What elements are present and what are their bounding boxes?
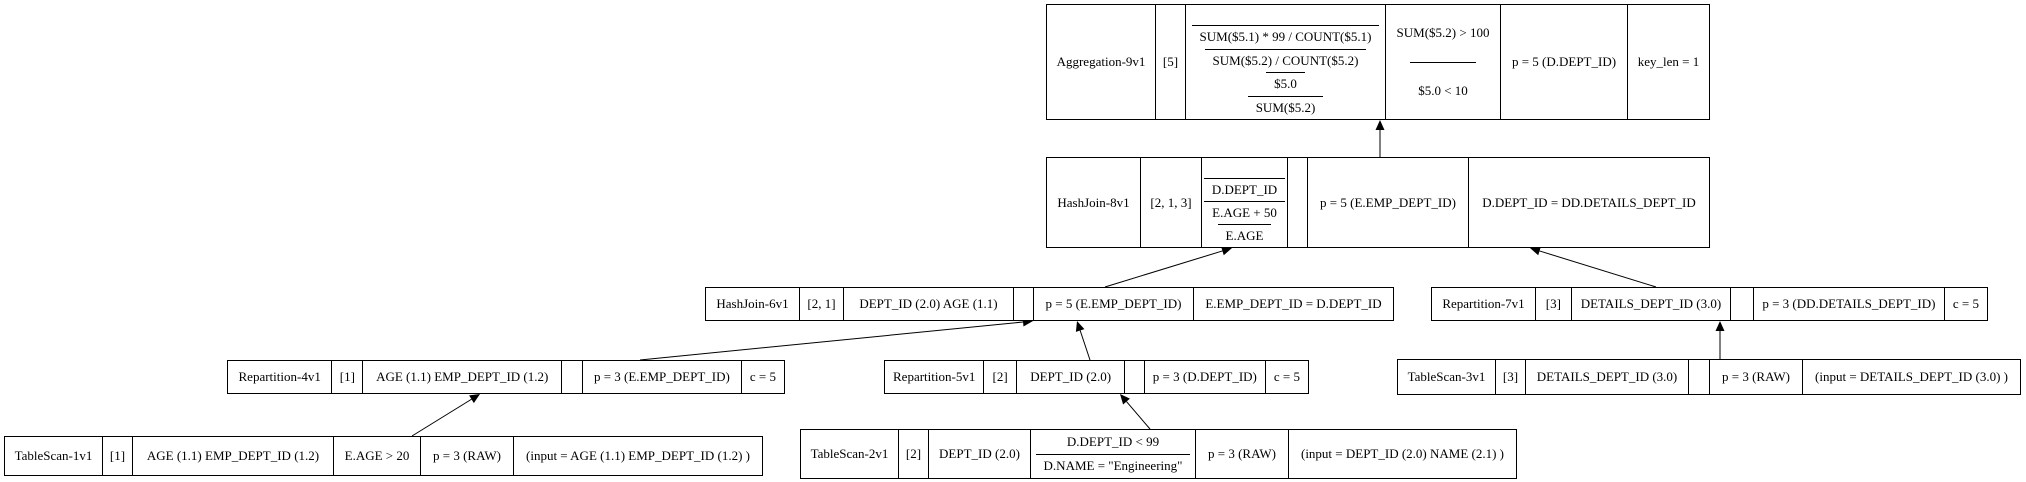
arrowhead-icon: [1530, 246, 1541, 256]
edge-rp4-to-hj6: [639, 321, 1024, 361]
node-name: HashJoin-8v1: [1057, 194, 1130, 210]
node-columns: DEPT_ID (2.0): [928, 430, 1030, 478]
hashjoin-6-node: HashJoin-6v1 [2, 1] DEPT_ID (2.0) AGE (1…: [705, 287, 1394, 321]
repartition-5-node: Repartition-5v1 [2] DEPT_ID (2.0) p = 3 …: [884, 360, 1309, 394]
filter-row: SUM($5.2) > 100: [1396, 25, 1490, 41]
expr-row: D.DEPT_ID: [1203, 177, 1286, 201]
join-condition: D.DEPT_ID = DD.DETAILS_DEPT_ID: [1468, 158, 1709, 247]
arrowhead-icon: [469, 394, 480, 404]
node-partition: p = 3 (RAW): [1195, 430, 1288, 478]
node-keylen: key_len = 1: [1627, 5, 1709, 119]
node-filters: D.DEPT_ID < 99 D.NAME = "Engineering": [1030, 430, 1195, 478]
node-name: Repartition-5v1: [893, 369, 976, 384]
expr-empty: [1237, 158, 1253, 178]
node-partition: p = 3 (DD.DETAILS_DEPT_ID): [1752, 288, 1944, 320]
node-ids: [1]: [102, 437, 132, 475]
node-ids: [2]: [983, 361, 1016, 393]
empty-cell: [561, 361, 582, 393]
node-name: TableScan-2v1: [810, 446, 889, 461]
edge-ts2-to-rp5: [1126, 401, 1151, 430]
node-partition: p = 3 (D.DEPT_ID): [1143, 361, 1265, 393]
expr-row: SUM($5.1) * 99 / COUNT($5.1): [1191, 25, 1380, 48]
node-input: (input = DETAILS_DEPT_ID (3.0) ): [1802, 360, 2020, 394]
node-count: c = 5: [740, 361, 784, 393]
empty-cell: [1287, 158, 1307, 247]
node-name: HashJoin-6v1: [716, 296, 789, 311]
node-partition: p = 5 (E.EMP_DEPT_ID): [1033, 288, 1193, 320]
expr-row: SUM($5.2): [1247, 95, 1324, 119]
join-condition: E.EMP_DEPT_ID = D.DEPT_ID: [1193, 288, 1393, 320]
hashjoin-exprs: D.DEPT_ID E.AGE + 50 E.AGE: [1201, 158, 1287, 247]
edge-rp7-to-hj8: [1539, 250, 1657, 288]
hashjoin-8-node: HashJoin-8v1 [2, 1, 3] D.DEPT_ID E.AGE +…: [1046, 157, 1710, 248]
node-ids: [2, 1, 3]: [1140, 158, 1201, 247]
node-name: Repartition-7v1: [1442, 296, 1525, 311]
arrowhead-icon: [1221, 246, 1232, 256]
empty-cell: [1013, 288, 1033, 320]
node-columns: AGE (1.1) EMP_DEPT_ID (1.2): [362, 361, 561, 393]
node-partition: p = 3 (RAW): [1709, 360, 1802, 394]
aggregation-exprs: SUM($5.1) * 99 / COUNT($5.1) SUM($5.2) /…: [1185, 5, 1385, 119]
tablescan-3-node: TableScan-3v1 [3] DETAILS_DEPT_ID (3.0) …: [1397, 359, 2021, 395]
tablescan-2-node: TableScan-2v1 [2] DEPT_ID (2.0) D.DEPT_I…: [800, 429, 1517, 479]
expr-empty: [1278, 5, 1294, 25]
expr-row: E.AGE + 50: [1204, 200, 1285, 224]
node-columns: DEPT_ID (2.0): [1015, 361, 1125, 393]
node-columns: DEPT_ID (2.0) AGE (1.1): [843, 288, 1013, 320]
node-partition: p = 3 (E.EMP_DEPT_ID): [581, 361, 741, 393]
expr-row: SUM($5.2) / COUNT($5.2): [1204, 48, 1367, 72]
aggregation-filters: SUM($5.2) > 100 $5.0 < 10: [1385, 5, 1500, 119]
arrowhead-icon: [1075, 321, 1085, 332]
node-partition: p = 5 (E.EMP_DEPT_ID): [1307, 158, 1468, 247]
node-partition: p = 5 (D.DEPT_ID): [1500, 5, 1627, 119]
arrowhead-icon: [1120, 394, 1130, 405]
empty-cell: [1730, 288, 1753, 320]
node-count: c = 5: [1264, 361, 1308, 393]
node-ids: [5]: [1155, 5, 1185, 119]
arrowhead-icon: [1375, 120, 1385, 130]
node-columns: DETAILS_DEPT_ID (3.0): [1570, 288, 1730, 320]
filter-row: $5.0 < 10: [1410, 61, 1476, 120]
node-name: Aggregation-9v1: [1056, 54, 1146, 69]
arrowhead-icon: [1715, 321, 1725, 331]
tablescan-1-node: TableScan-1v1 [1] AGE (1.1) EMP_DEPT_ID …: [4, 436, 763, 476]
node-input: (input = AGE (1.1) EMP_DEPT_ID (1.2) ): [513, 437, 762, 475]
empty-cell: [1688, 360, 1709, 394]
node-name: Repartition-4v1: [238, 369, 321, 384]
node-ids: [3]: [1535, 288, 1571, 320]
empty-cell: [1124, 361, 1143, 393]
aggregation-node: Aggregation-9v1 [5] SUM($5.1) * 99 / COU…: [1046, 4, 1710, 120]
node-name: TableScan-3v1: [1407, 369, 1486, 384]
node-partition: p = 3 (RAW): [420, 437, 513, 475]
repartition-4-node: Repartition-4v1 [1] AGE (1.1) EMP_DEPT_I…: [227, 360, 785, 394]
node-ids: [2]: [898, 430, 928, 478]
edge-rp5-to-hj6: [1079, 330, 1091, 361]
node-ids: [1]: [331, 361, 362, 393]
node-ids: [3]: [1495, 360, 1525, 394]
node-name: TableScan-1v1: [14, 448, 93, 463]
filter-row: D.NAME = "Engineering": [1035, 453, 1191, 479]
node-columns: DETAILS_DEPT_ID (3.0): [1525, 360, 1688, 394]
edge-hj6-to-hj8: [1104, 250, 1223, 288]
node-ids: [2, 1]: [799, 288, 843, 320]
filter-row: D.DEPT_ID < 99: [1066, 433, 1160, 449]
expr-row: E.AGE: [1217, 223, 1272, 247]
node-filter: E.AGE > 20: [333, 437, 420, 475]
node-count: c = 5: [1943, 288, 1987, 320]
repartition-7-node: Repartition-7v1 [3] DETAILS_DEPT_ID (3.0…: [1431, 287, 1988, 321]
edge-ts1-to-rp4: [411, 398, 472, 437]
node-columns: AGE (1.1) EMP_DEPT_ID (1.2): [132, 437, 333, 475]
node-input: (input = DEPT_ID (2.0) NAME (2.1) ): [1288, 430, 1516, 478]
expr-row: $5.0: [1266, 72, 1305, 95]
